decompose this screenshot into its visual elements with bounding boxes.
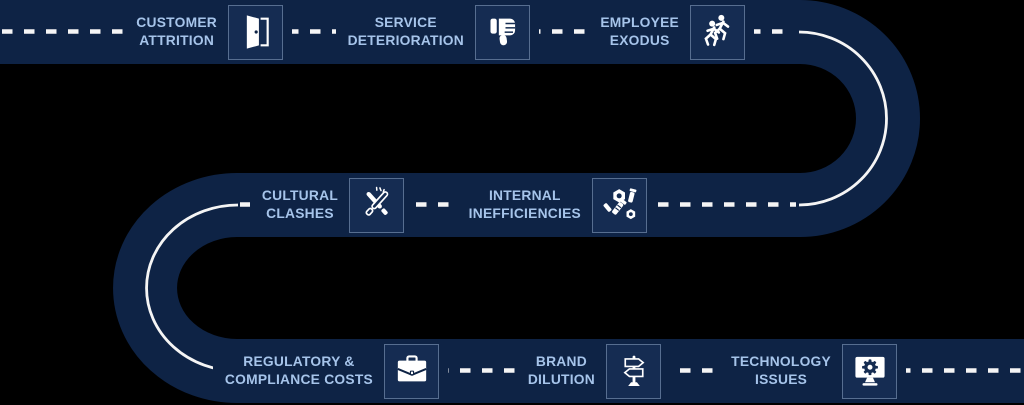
label-line2: CLASHES	[266, 206, 334, 221]
label-line2: COMPLIANCE COSTS	[224, 372, 373, 387]
milestone-internal-inefficiencies: INTERNAL INEFFICIENCIES	[456, 177, 656, 233]
label-line1: INTERNAL	[488, 188, 561, 204]
centerline-right-curve	[798, 30, 888, 207]
crossed-sabers-icon	[364, 186, 388, 216]
signpost-icon	[623, 355, 644, 386]
milestone-icon-box	[349, 177, 404, 233]
running-people-icon	[703, 14, 729, 47]
label-line1: CULTURAL	[261, 188, 338, 204]
label-line1: REGULATORY &	[243, 354, 355, 370]
label-line1: EMPLOYEE	[600, 15, 679, 31]
milestone-regulatory-compliance-costs: REGULATORY & COMPLIANCE COSTS	[212, 343, 448, 399]
milestone-icon-box	[592, 177, 647, 233]
label-line1: TECHNOLOGY	[731, 354, 831, 370]
briefcase-icon	[396, 355, 427, 382]
milestone-cultural-clashes: CULTURAL CLASHES	[249, 177, 413, 233]
milestone-label: INTERNAL INEFFICIENCIES	[469, 187, 581, 223]
milestone-icon-box	[606, 343, 661, 399]
nuts-and-bolts-icon	[603, 188, 636, 220]
label-line2: ATTRITION	[139, 33, 215, 48]
milestone-service-deterioration: SERVICE DETERIORATION	[335, 4, 539, 60]
thumbs-down-icon	[490, 18, 515, 46]
centerline-left-curve	[145, 203, 239, 373]
milestone-icon-box	[228, 4, 283, 60]
label-line2: DETERIORATION	[347, 33, 464, 48]
label-line1: BRAND	[535, 354, 587, 370]
milestone-icon-box	[384, 343, 439, 399]
milestone-customer-attrition: CUSTOMER ATTRITION	[124, 4, 292, 60]
milestone-icon-box	[690, 4, 745, 60]
milestone-icon-box	[475, 4, 530, 60]
label-line1: SERVICE	[374, 15, 437, 31]
milestone-technology-issues: TECHNOLOGY ISSUES	[719, 343, 906, 399]
milestone-icon-box	[842, 343, 897, 399]
milestone-label: TECHNOLOGY ISSUES	[731, 353, 831, 389]
milestone-label: REGULATORY & COMPLIANCE COSTS	[225, 353, 373, 389]
label-line2: DILUTION	[527, 372, 595, 387]
label-line2: EXODUS	[609, 33, 670, 48]
milestone-employee-exodus: EMPLOYEE EXODUS	[588, 4, 754, 60]
milestone-label: CUSTOMER ATTRITION	[136, 14, 217, 50]
milestone-label: CULTURAL CLASHES	[262, 187, 338, 223]
label-line2: INEFFICIENCIES	[468, 206, 581, 221]
milestone-label: SERVICE DETERIORATION	[348, 14, 464, 50]
milestone-brand-dilution: BRAND DILUTION	[515, 343, 670, 399]
label-line2: ISSUES	[755, 372, 808, 387]
door-icon	[246, 15, 269, 49]
milestone-label: BRAND DILUTION	[528, 353, 595, 389]
milestone-label: EMPLOYEE EXODUS	[600, 14, 679, 50]
monitor-gear-icon	[854, 356, 885, 386]
label-line1: CUSTOMER	[136, 15, 217, 31]
